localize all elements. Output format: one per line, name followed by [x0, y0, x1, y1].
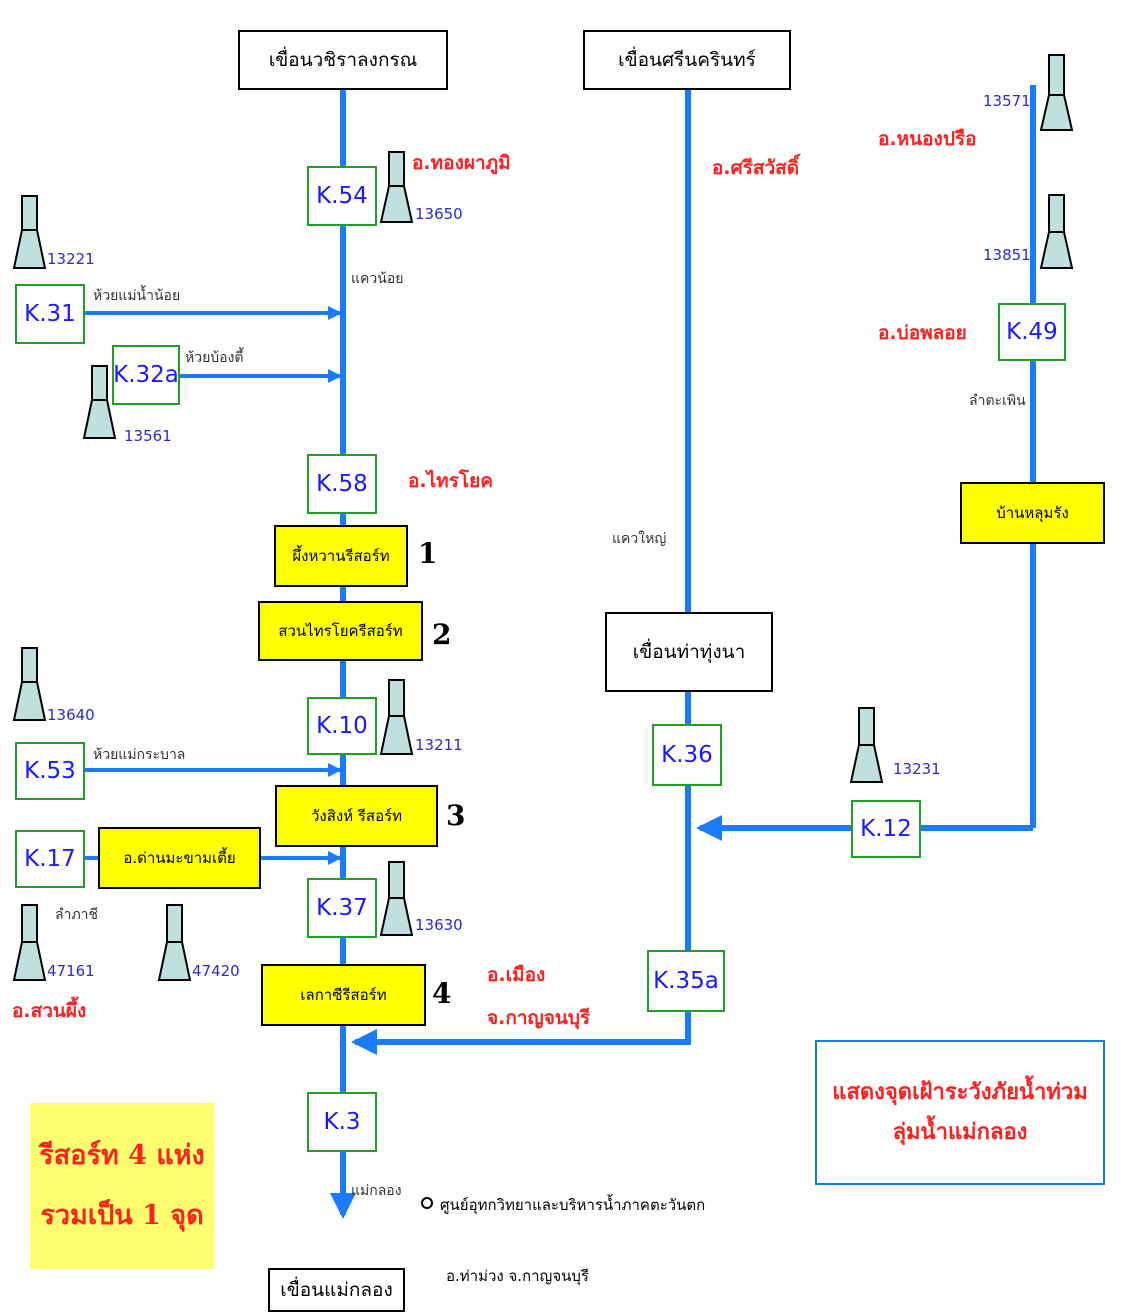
resort-1: ผึ้งหวานรีสอร์ท [274, 525, 408, 587]
gauge-label-13640: 13640 [47, 706, 95, 724]
rain-gauge-icon-47161 [12, 904, 47, 981]
stream-lam-taphoen: ลำตะเพิน [969, 393, 1026, 409]
stream-khwae-yai: แควใหญ่ [612, 531, 667, 547]
gauge-label-13851: 13851 [983, 246, 1031, 264]
station-k17: K.17 [15, 830, 85, 888]
rain-gauge-icon-13650 [379, 151, 414, 223]
station-k31: K.31 [15, 284, 85, 344]
station-k37: K.37 [307, 878, 377, 938]
rain-gauge-icon-13231 [849, 707, 884, 783]
gauge-label-13211: 13211 [415, 736, 463, 754]
resort-4: เลกาซีรีสอร์ท [261, 964, 426, 1026]
rain-gauge-icon-47420 [157, 904, 192, 981]
dam-mae-klong: เขื่อนแม่กลอง [268, 1268, 405, 1312]
rain-gauge-icon-13851 [1039, 194, 1074, 269]
gauge-label-13561: 13561 [124, 427, 172, 445]
stream-huai-mae-nam-noi: ห้วยแม่น้ำน้อย [93, 288, 181, 304]
dam-vajiralongkorn: เขื่อนวชิราลงกรณ [238, 30, 448, 90]
stream-huai-bong-ti: ห้วยบ้องตี้ [185, 350, 244, 366]
khwae-yai-confluence [351, 1029, 691, 1055]
station-k53: K.53 [15, 742, 85, 800]
district-si-sawat: อ.ศรีสวัสดิ์ [712, 157, 800, 179]
station-k36: K.36 [652, 724, 722, 786]
title-line-2: ลุ่มน้ำแม่กลอง [892, 1119, 1028, 1145]
stream-lam-phachi: ลำภาชี [55, 907, 99, 923]
station-k3: K.3 [307, 1092, 377, 1152]
station-k32a: K.32a [112, 345, 180, 405]
legend-line-2: รวมเป็น 1 จุด [40, 1200, 204, 1231]
district-suan-phueng: อ.สวนผึ้ง [12, 1000, 87, 1022]
resort-number-2: 2 [432, 618, 452, 651]
stream-khwae-noi: แควน้อย [351, 271, 404, 287]
stream-mae-klong: แม่กลอง [351, 1183, 402, 1199]
rain-gauge-icon-13561 [82, 365, 117, 439]
gauge-label-13571: 13571 [983, 92, 1031, 110]
title-line-1: แสดงจุดเฝ้าระวังภัยน้ำท่วม [832, 1079, 1088, 1105]
dam-tha-thung-na: เขื่อนท่าทุ่งนา [605, 612, 773, 692]
dan-makham-tia-box: อ.ด่านมะขามเตี้ย [98, 827, 261, 889]
gauge-label-47161: 47161 [47, 962, 95, 980]
gauge-label-13231: 13231 [893, 760, 941, 778]
rain-gauge-icon-13221 [12, 195, 47, 269]
resort-number-1: 1 [418, 537, 438, 570]
center-marker-icon [421, 1197, 433, 1209]
diagram-title-box: แสดงจุดเฝ้าระวังภัยน้ำท่วม ลุ่มน้ำแม่กลอ… [815, 1040, 1105, 1185]
resort-2: สวนไทรโยครีสอร์ท [258, 601, 423, 661]
ban-lum-rang-box: บ้านหลุมรัง [960, 482, 1105, 544]
stream-huai-mae-krabon: ห้วยแม่กระบาล [93, 747, 186, 763]
gauge-label-47420: 47420 [192, 962, 240, 980]
resort-number-3: 3 [446, 799, 466, 832]
rain-gauge-icon-13640 [12, 647, 47, 721]
gauge-label-13650: 13650 [415, 205, 463, 223]
station-k58: K.58 [307, 454, 377, 514]
note-tha-muang: อ.ท่าม่วง จ.กาญจนบุรี [446, 1267, 589, 1285]
resort-legend-box: รีสอร์ท 4 แห่ง รวมเป็น 1 จุด [30, 1103, 214, 1269]
station-k10: K.10 [307, 697, 377, 755]
rain-gauge-icon-13630 [379, 861, 414, 936]
station-k12: K.12 [851, 800, 921, 858]
district-bo-phloi: อ.บ่อพลอย [878, 322, 967, 344]
gauge-label-13630: 13630 [415, 916, 463, 934]
station-k54: K.54 [307, 166, 377, 226]
district-thong-pha-phum: อ.ทองผาภูมิ [412, 152, 511, 174]
dam-srinagarind: เขื่อนศรีนครินทร์ [583, 30, 791, 90]
rain-gauge-icon-13571 [1039, 54, 1074, 131]
resort-3: วังสิงห์ รีสอร์ท [275, 785, 438, 847]
gauge-label-13221: 13221 [47, 250, 95, 268]
district-sai-yok: อ.ไทรโยค [408, 470, 493, 492]
district-kanchanaburi: จ.กาญจนบุรี [487, 1007, 591, 1029]
station-k49: K.49 [998, 303, 1066, 361]
note-west-center: ศูนย์อุทกวิทยาและบริหารน้ำภาคตะวันตก [440, 1196, 706, 1214]
rain-gauge-icon-13211 [379, 679, 414, 755]
district-nong-prue: อ.หนองปรือ [878, 128, 977, 150]
legend-line-1: รีสอร์ท 4 แห่ง [39, 1140, 205, 1171]
district-mueang: อ.เมือง [487, 964, 546, 986]
resort-number-4: 4 [432, 977, 452, 1010]
station-k35a: K.35a [647, 950, 725, 1012]
